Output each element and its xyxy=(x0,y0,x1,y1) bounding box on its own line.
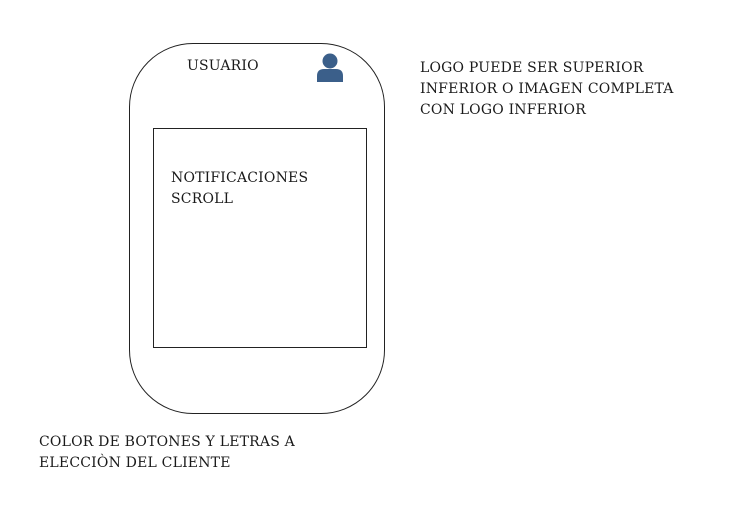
logo-note-line: LOGO PUEDE SER SUPERIOR xyxy=(420,60,644,76)
notifications-title: NOTIFICACIONES xyxy=(171,170,309,186)
colors-note-line: COLOR DE BOTONES Y LETRAS A xyxy=(39,434,295,450)
logo-note-line: CON LOGO INFERIOR xyxy=(420,102,586,118)
notifications-scroll-area[interactable] xyxy=(153,128,367,348)
logo-note-line: INFERIOR O IMAGEN COMPLETA xyxy=(420,81,674,97)
notifications-label: NOTIFICACIONES SCROLL xyxy=(171,168,308,210)
colors-note-line: ELECCIÒN DEL CLIENTE xyxy=(39,455,231,471)
colors-note: COLOR DE BOTONES Y LETRAS A ELECCIÒN DEL… xyxy=(39,432,295,474)
user-icon-head xyxy=(322,53,338,69)
user-icon-body xyxy=(317,69,343,82)
phone-frame xyxy=(129,43,385,414)
notifications-scroll-label: SCROLL xyxy=(171,191,234,207)
user-icon[interactable] xyxy=(316,52,344,82)
user-label: USUARIO xyxy=(187,58,259,74)
logo-note: LOGO PUEDE SER SUPERIOR INFERIOR O IMAGE… xyxy=(420,58,674,121)
